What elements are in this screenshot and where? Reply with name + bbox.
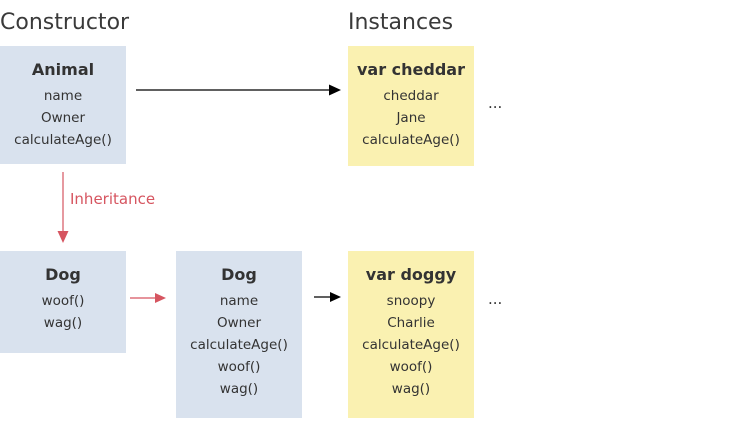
dog-full-property: name <box>219 293 259 309</box>
doggy-method: wag() <box>391 381 431 397</box>
animal-property: Owner <box>40 110 86 126</box>
dog-title: Dog <box>45 265 81 284</box>
doggy-method: calculateAge() <box>362 337 460 353</box>
animal-property: name <box>43 88 83 104</box>
prototype-arrow <box>130 293 166 303</box>
cheddar-property: cheddar <box>383 88 439 104</box>
cheddar-more-ellipsis: ... <box>488 94 503 112</box>
doggy-instance-box: var doggy snoopy Charlie calculateAge() … <box>348 251 474 418</box>
animal-constructor-box: Animal name Owner calculateAge() <box>0 46 126 164</box>
dog-full-method: calculateAge() <box>190 337 288 353</box>
cheddar-instance-box: var cheddar cheddar Jane calculateAge() <box>348 46 474 166</box>
doggy-more-ellipsis: ... <box>488 290 503 308</box>
inheritance-label: Inheritance <box>70 190 156 208</box>
instance-arrow <box>314 292 341 302</box>
cheddar-title: var cheddar <box>356 60 465 79</box>
dog-constructor-box: Dog woof() wag() <box>0 251 126 353</box>
instance-arrow <box>136 84 341 96</box>
instances-heading: Instances <box>348 10 454 35</box>
dog-full-method: wag() <box>219 381 259 397</box>
dog-method: woof() <box>41 293 85 309</box>
dog-prototype-box: Dog name Owner calculateAge() woof() wag… <box>176 251 302 418</box>
dog-method: wag() <box>43 315 83 331</box>
doggy-method: woof() <box>389 359 433 375</box>
doggy-title: var doggy <box>365 265 457 284</box>
dog-full-method: woof() <box>217 359 261 375</box>
animal-title: Animal <box>31 60 95 79</box>
inheritance-arrow <box>57 172 69 243</box>
dog-full-property: Owner <box>216 315 262 331</box>
doggy-property: Charlie <box>387 315 435 331</box>
animal-method: calculateAge() <box>14 132 112 148</box>
doggy-property: snoopy <box>386 293 436 309</box>
constructor-heading: Constructor <box>0 10 130 35</box>
cheddar-property: Jane <box>396 110 426 126</box>
cheddar-method: calculateAge() <box>362 132 460 148</box>
dog-full-title: Dog <box>221 265 257 284</box>
